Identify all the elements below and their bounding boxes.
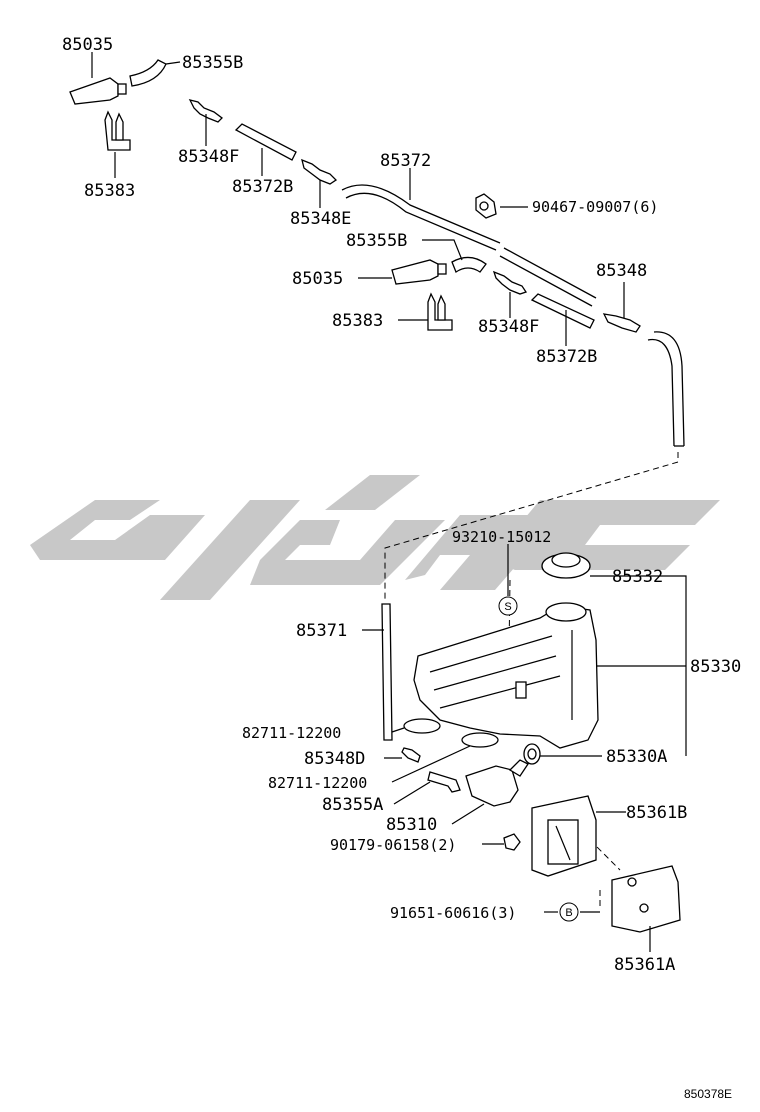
label-85361b: 85361B [626,803,687,823]
grommet-85330a [523,743,541,765]
label-85332: 85332 [612,567,663,587]
nozzle-85035-upper [69,77,127,105]
bracket-85361a [611,865,681,933]
pump-85310 [465,759,529,807]
nozzle-85035-lower [391,259,447,285]
label-85372: 85372 [380,151,431,171]
label-85383-upper: 85383 [84,181,135,201]
bracket-85383-upper [104,110,131,151]
label-85348f-upper: 85348F [178,147,239,167]
hose-85355b-lower [451,256,487,273]
label-85330a: 85330A [606,747,667,767]
label-85310: 85310 [386,815,437,835]
nut-90179 [503,833,521,851]
tank-85330 [413,602,599,749]
watermark-logo [30,475,720,600]
joint-85348e [301,158,338,185]
label-85355a: 85355A [322,795,383,815]
label-85035-lower: 85035 [292,269,343,289]
label-85330: 85330 [690,657,741,677]
hose-85371 [381,603,393,741]
label-85371: 85371 [296,621,347,641]
label-82711-a: 82711-12200 [242,724,341,742]
mark-s: S [498,596,518,616]
label-85035-upper: 85035 [62,35,113,55]
mark-b-text: B [565,907,572,919]
dashed-link-bracket [589,839,621,871]
joint-85348f-lower [492,270,528,295]
leader-lines [91,52,687,952]
hose-85372b-lower [530,293,595,329]
joint-85348 [602,313,641,333]
label-85372b-lower: 85372B [536,347,597,367]
hose-to-tank [647,331,685,447]
label-85361a: 85361A [614,955,675,975]
mark-s-text: S [504,601,511,613]
hose-85372b-upper [234,123,297,161]
bracket-85361b [531,795,597,877]
label-85348d: 85348D [304,749,365,769]
hose-85355a [427,771,461,793]
label-91651: 91651-60616(3) [390,904,516,922]
hose-85372-main [341,184,597,307]
label-93210: 93210-15012 [452,528,551,546]
cap-85332 [541,552,591,579]
bracket-85383-lower [427,292,453,331]
clamp-90467 [475,193,497,219]
label-85348: 85348 [596,261,647,281]
joint-85348f-upper [188,99,223,123]
label-85355b-upper: 85355B [182,53,243,73]
clamp-82711-a [403,718,441,734]
mark-b: B [559,902,579,922]
label-85348f-lower: 85348F [478,317,539,337]
clamp-82711-b [461,732,499,748]
label-90467: 90467-09007(6) [532,198,658,216]
label-90179: 90179-06158(2) [330,836,456,854]
label-82711-b: 82711-12200 [268,774,367,792]
label-85372b-upper: 85372B [232,177,293,197]
joint-85348d [401,747,421,763]
label-85383-lower: 85383 [332,311,383,331]
diagram-code: 850378E [684,1087,732,1101]
hose-85355b-upper [129,59,167,87]
label-85355b-lower: 85355B [346,231,407,251]
label-85348e: 85348E [290,209,351,229]
dashed-link-hose-tank [384,452,679,600]
